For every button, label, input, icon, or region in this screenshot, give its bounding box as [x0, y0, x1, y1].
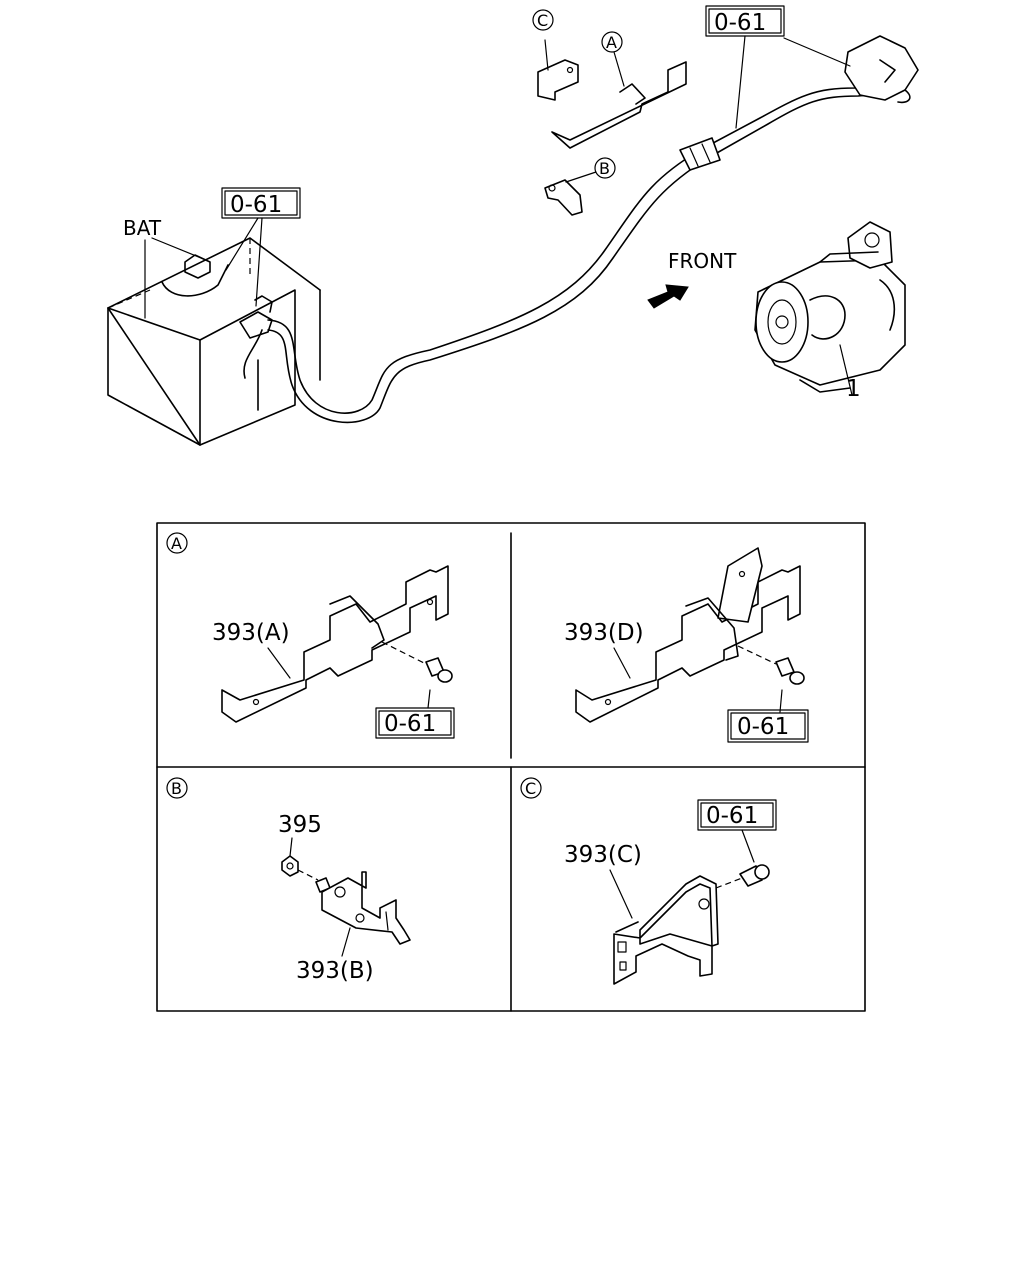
nut-icon [281, 855, 299, 877]
bracket-b-overview: B [544, 157, 616, 216]
part-393c-label: 393(C) [564, 842, 642, 868]
front-indicator: FRONT [647, 249, 737, 309]
ref-label-panel-c: 0-61 [706, 803, 758, 829]
bolt-icon [737, 645, 805, 685]
ref-box-battery: 0-61 [221, 187, 301, 307]
ref-label-panel-a-left: 0-61 [384, 711, 436, 737]
callout-c-overview: C [537, 11, 548, 30]
panel-b: B 395 393(B) [166, 777, 411, 984]
part-393b-label: 393(B) [296, 958, 374, 984]
bolt-icon [381, 641, 453, 683]
starter-motor: 1 [754, 221, 906, 402]
starter-ref-label: 1 [846, 376, 861, 402]
bolt-icon [715, 864, 770, 889]
part-393d-label: 393(D) [564, 620, 644, 646]
ref-box-terminal: 0-61 [705, 5, 851, 129]
panel-b-callout: B [171, 779, 182, 798]
battery-cable [267, 35, 919, 424]
panel-c-callout: C [525, 779, 536, 798]
front-label: FRONT [668, 249, 737, 273]
panel-a-right: 393(D) 0-61 [564, 547, 809, 743]
bracket-a-overview: A [551, 31, 687, 149]
ref-label-battery: 0-61 [230, 192, 282, 218]
bat-label: BAT [123, 216, 162, 240]
part-393a-label: 393(A) [212, 620, 290, 646]
panel-c: C 0-61 393(C) [520, 777, 777, 985]
front-arrow-icon [647, 284, 689, 309]
callout-a-overview: A [606, 33, 617, 52]
detail-panels: A 393(A) 0-61 393(D) [156, 522, 866, 1012]
ref-label-terminal: 0-61 [714, 10, 766, 36]
overview-section: 1 FRONT BAT 0-61 0-61 [107, 5, 919, 446]
part-395-label: 395 [278, 812, 322, 838]
bracket-c-overview: C [532, 9, 579, 101]
battery [107, 237, 321, 446]
panel-a-left: A 393(A) 0-61 [166, 532, 455, 739]
bolt-icon [297, 869, 331, 893]
callout-b-overview: B [599, 159, 610, 178]
ref-label-panel-a-right: 0-61 [737, 714, 789, 740]
panel-a-callout: A [171, 534, 182, 553]
